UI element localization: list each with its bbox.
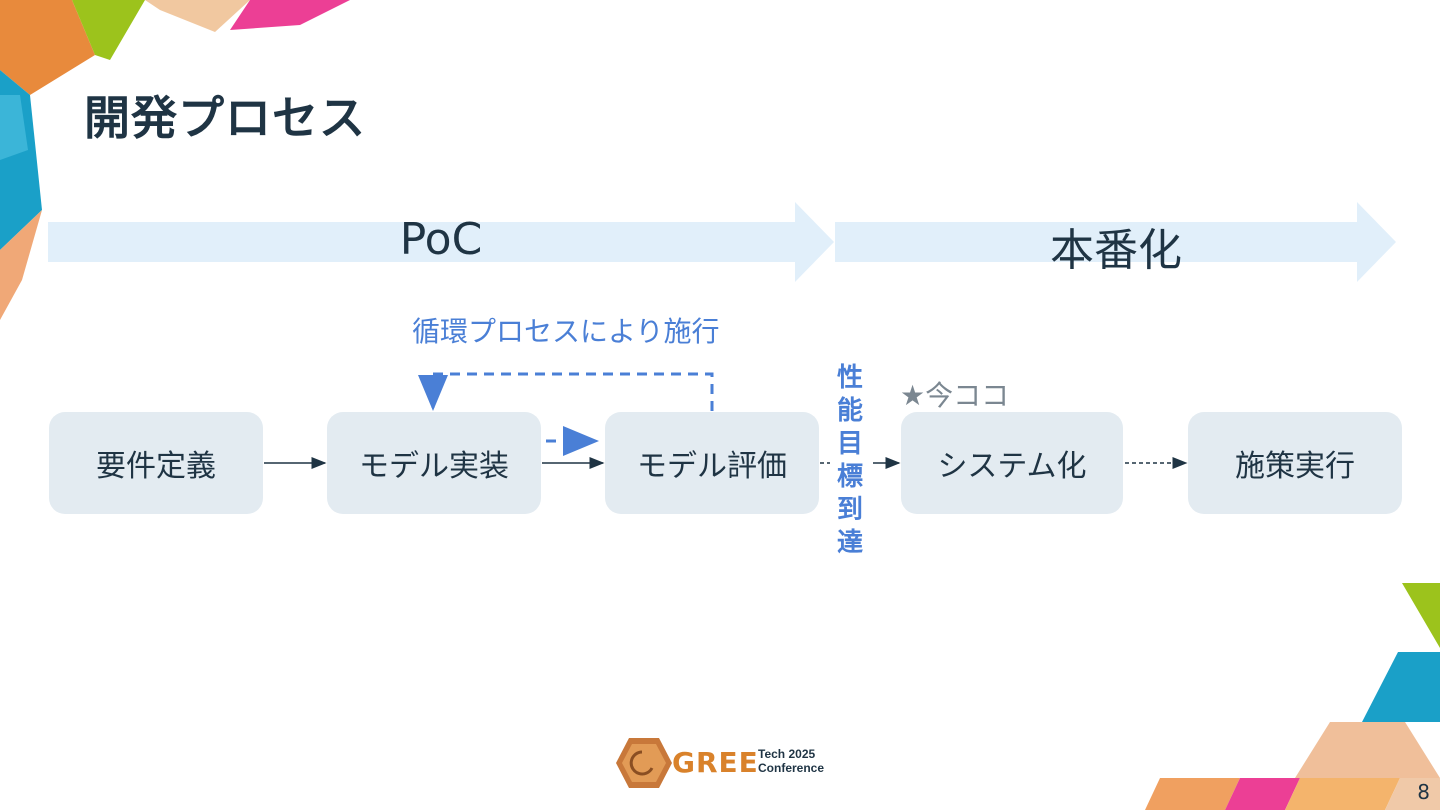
deco-blue-shape <box>1362 652 1440 722</box>
logo-tech: Tech 2025 <box>758 747 816 761</box>
deco-tan-shape <box>0 210 42 320</box>
step-label: モデル評価 <box>637 449 787 484</box>
step-execution: 施策実行 <box>1188 412 1402 514</box>
goal-label: 性能目標到達 <box>836 363 863 558</box>
phase-label-production: 本番化 <box>1050 225 1182 276</box>
logo-conference: Conference <box>758 761 825 775</box>
step-implementation: モデル実装 <box>327 412 541 514</box>
deco-light-peach-shape <box>1385 778 1440 810</box>
step-label: 施策実行 <box>1235 449 1355 484</box>
deco-peach-shape <box>1295 722 1440 778</box>
feedback-loop-arrow <box>418 372 714 411</box>
page-number: 8 <box>1417 780 1430 804</box>
deco-orange-shape <box>0 0 95 95</box>
deco-orange-shape <box>1145 778 1240 810</box>
deco-green-shape <box>72 0 145 60</box>
step-evaluation: モデル評価 <box>605 412 819 514</box>
page-title: 開発プロセス <box>84 91 366 145</box>
step-systemization: システム化 <box>901 412 1123 514</box>
loop-label: 循環プロセスにより施行 <box>412 315 720 348</box>
logo-hexagon-icon <box>616 738 672 788</box>
deco-amber-shape <box>1285 778 1400 810</box>
deco-lightblue-shape <box>0 95 28 160</box>
deco-green-shape <box>1402 583 1440 648</box>
conference-logo: GREE Tech 2025 Conference <box>614 736 826 790</box>
step-label: モデル実装 <box>359 449 509 484</box>
deco-pink-shape <box>230 0 350 30</box>
logo-wordmark: GREE <box>672 746 759 779</box>
step-label: 要件定義 <box>96 449 216 484</box>
deco-peach-shape <box>145 0 250 32</box>
deco-pink-shape <box>1225 778 1300 810</box>
step-requirements: 要件定義 <box>49 412 263 514</box>
step-label: システム化 <box>937 449 1087 484</box>
phase-label-poc: PoC <box>399 214 483 265</box>
poc-phase-arrow <box>48 202 834 282</box>
current-position-marker: ★今ココ <box>900 379 1010 412</box>
production-phase-arrow <box>835 202 1396 282</box>
